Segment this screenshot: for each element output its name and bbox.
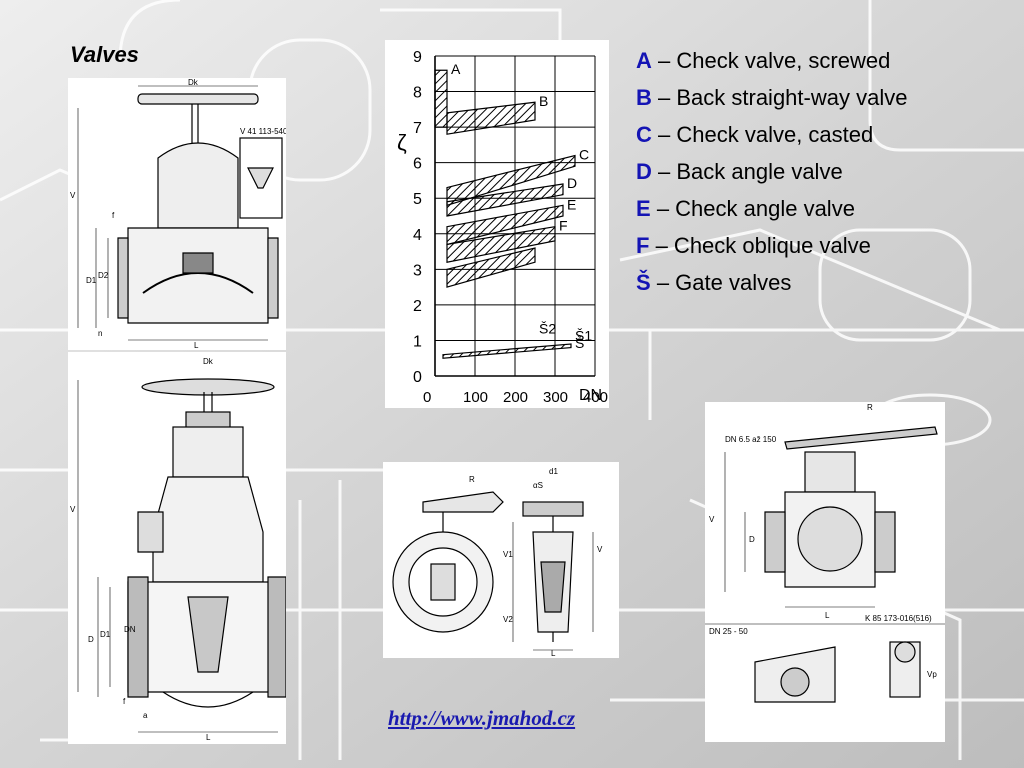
globe-valve-drawing: Dk V 41 113-540 V f D1 D2 n L — [68, 78, 286, 350]
ball-valve-drawing: R DN 6.5 až 150 V D L K 85 173-016(516) … — [705, 402, 945, 742]
band-label: B — [539, 93, 548, 109]
y-tick-label: 5 — [413, 191, 422, 208]
label-v-right: V — [709, 515, 715, 524]
source-link[interactable]: http://www.jmahod.cz — [388, 706, 576, 730]
band-unlabeled — [446, 247, 536, 288]
y-tick-label: 0 — [413, 369, 422, 386]
band-label: C — [579, 147, 589, 163]
band-B — [446, 101, 536, 135]
y-tick-label: 8 — [413, 85, 422, 102]
legend-item: A – Check valve, screwed — [636, 48, 891, 73]
label-l: L — [194, 341, 199, 350]
y-axis-label: ζ — [397, 130, 407, 155]
label-f: f — [112, 211, 115, 220]
slide-title: Valves — [70, 42, 139, 67]
y-tick-label: 1 — [413, 333, 422, 350]
y-tick-label: 4 — [413, 227, 422, 244]
label-d1-mid: d1 — [549, 467, 558, 476]
y-tick-label: 3 — [413, 262, 422, 279]
band-label: D — [567, 175, 577, 191]
band-label: A — [451, 61, 461, 77]
label-dn-range: DN 6.5 až 150 — [725, 435, 777, 444]
label-r-mid: R — [469, 475, 475, 484]
label-dn-small: DN 25 - 50 — [709, 627, 748, 636]
gate-valve-drawing: Dk V D D1 DN f a L — [68, 352, 289, 744]
legend-item: C – Check valve, casted — [636, 122, 874, 147]
label-dk-2: Dk — [203, 357, 214, 366]
label-l-mid: L — [551, 649, 556, 658]
band-D — [446, 183, 564, 217]
label-v-mid: V — [597, 545, 603, 554]
annotation-s2: Š2 — [539, 320, 556, 336]
label-d-right: D — [749, 535, 755, 544]
butterfly-valve-drawing: R d1 αS V1 V2 V L — [383, 462, 619, 658]
band-label: E — [567, 196, 576, 212]
x-tick-label: 0 — [423, 389, 431, 406]
legend-item: D – Back angle valve — [636, 159, 843, 184]
band-E — [446, 204, 564, 246]
band-A — [434, 69, 448, 128]
label-v: V — [70, 191, 76, 200]
label-ref: V 41 113-540 — [240, 127, 286, 136]
y-tick-label: 6 — [413, 156, 422, 173]
label-l-right: L — [825, 611, 830, 620]
band-F — [446, 225, 556, 263]
legend-item: B – Back straight-way valve — [636, 85, 908, 110]
band-Š — [442, 343, 572, 359]
label-v1-mid: V1 — [503, 550, 513, 559]
label-v2-mid: V2 — [503, 615, 513, 624]
label-ref-right: K 85 173-016(516) — [865, 614, 932, 623]
x-axis-label: DN — [579, 387, 602, 404]
label-v-2: V — [70, 505, 76, 514]
x-tick-label: 100 — [463, 389, 488, 406]
legend-item: E – Check angle valve — [636, 196, 855, 221]
band-label: Š — [575, 335, 584, 351]
y-tick-label: 9 — [413, 49, 422, 66]
label-dn-2: DN — [124, 625, 136, 634]
label-d1-2: D1 — [100, 630, 111, 639]
y-tick-label: 2 — [413, 298, 422, 315]
label-alpha-mid: αS — [533, 481, 543, 490]
label-d-2: D — [88, 635, 94, 644]
annotation-s1: Š1 — [575, 327, 592, 343]
label-n: n — [98, 329, 102, 338]
label-dk: Dk — [188, 78, 199, 87]
label-f-2: f — [123, 697, 126, 706]
label-d1: D1 — [86, 276, 97, 285]
legend-item: Š – Gate valves — [636, 270, 792, 295]
label-r-right: R — [867, 403, 873, 412]
y-tick-label: 7 — [413, 120, 422, 137]
valve-legend: A – Check valve, screwed B – Back straig… — [636, 42, 907, 301]
legend-item: F – Check oblique valve — [636, 233, 871, 258]
x-tick-label: 200 — [503, 389, 528, 406]
label-l-2: L — [206, 733, 211, 742]
x-tick-label: 400 — [583, 389, 608, 406]
label-d2: D2 — [98, 271, 109, 280]
band-C — [446, 154, 576, 207]
x-tick-label: 300 — [543, 389, 568, 406]
band-label: F — [559, 218, 568, 234]
label-a-2: a — [143, 711, 148, 720]
label-vp-right: Vp — [927, 670, 937, 679]
